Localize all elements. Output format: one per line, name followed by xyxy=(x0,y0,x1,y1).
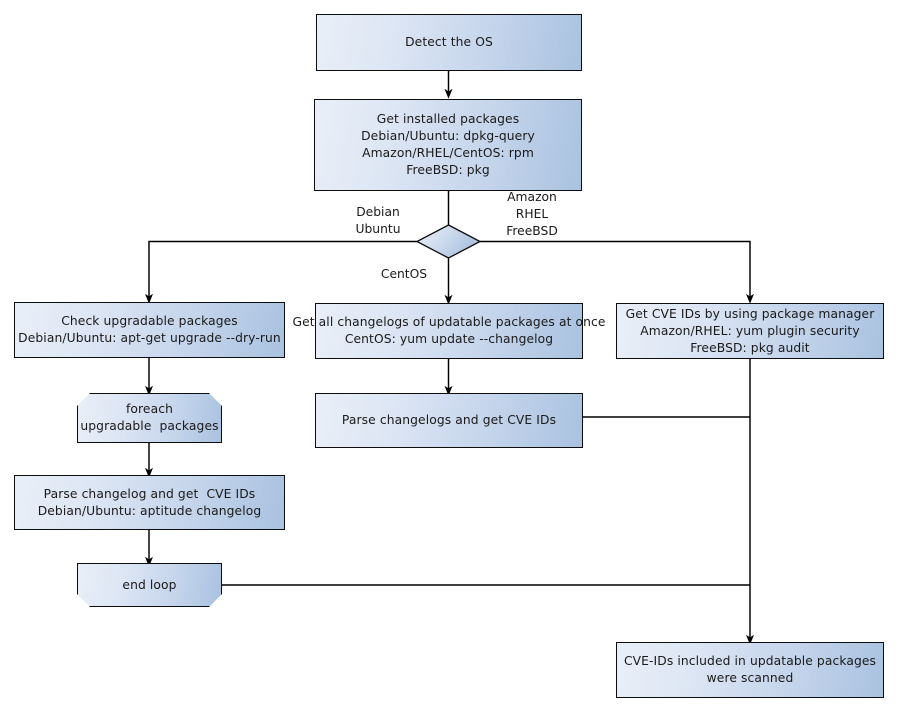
edge-label-centos: CentOS xyxy=(380,267,428,281)
node-check-upgradable-label: Check upgradable packages Debian/Ubuntu:… xyxy=(18,314,281,345)
edge-label-debian-ubuntu: Debian Ubuntu xyxy=(355,205,401,236)
node-detect-os-label: Detect the OS xyxy=(405,35,493,49)
node-scan-complete-label: CVE-IDs included in updatable packages w… xyxy=(623,654,877,685)
node-parse-changelogs-batch-label: Parse changelogs and get CVE IDs xyxy=(341,413,557,427)
foreach-loop-shape xyxy=(77,393,222,443)
edge-decision-to-cve-pkgmgr xyxy=(480,240,754,304)
node-get-cve-ids-pkgmgr[interactable]: Get CVE IDs by using package manager Ama… xyxy=(616,303,884,359)
node-get-cve-ids-pkgmgr-label: Get CVE IDs by using package manager Ama… xyxy=(625,306,875,355)
node-foreach-loop-label: foreach upgradable packages xyxy=(80,402,219,433)
node-scan-complete[interactable]: CVE-IDs included in updatable packages w… xyxy=(616,642,884,698)
node-get-installed-packages[interactable]: Get installed packages Debian/Ubuntu: dp… xyxy=(314,99,582,191)
node-parse-changelog-single[interactable]: Parse changelog and get CVE IDs Debian/U… xyxy=(14,475,285,530)
node-get-installed-packages-label: Get installed packages Debian/Ubuntu: dp… xyxy=(361,112,535,177)
node-foreach-loop[interactable]: foreach upgradable packages xyxy=(77,393,222,443)
node-check-upgradable[interactable]: Check upgradable packages Debian/Ubuntu:… xyxy=(14,302,285,358)
node-parse-changelog-single-label: Parse changelog and get CVE IDs Debian/U… xyxy=(37,486,262,518)
node-get-all-changelogs[interactable]: Get all changelogs of updatable packages… xyxy=(292,303,605,359)
node-detect-os[interactable]: Detect the OS xyxy=(316,14,582,71)
node-parse-changelogs-batch[interactable]: Parse changelogs and get CVE IDs xyxy=(315,393,583,448)
node-end-loop-label: end loop xyxy=(122,577,177,592)
edge-label-amazon-rhel-freebsd: Amazon RHEL FreeBSD xyxy=(506,190,558,238)
node-get-all-changelogs-label: Get all changelogs of updatable packages… xyxy=(292,315,606,346)
os-decision-diamond xyxy=(415,224,482,259)
node-end-loop[interactable]: end loop xyxy=(77,563,222,607)
end-loop-shape xyxy=(77,563,222,607)
